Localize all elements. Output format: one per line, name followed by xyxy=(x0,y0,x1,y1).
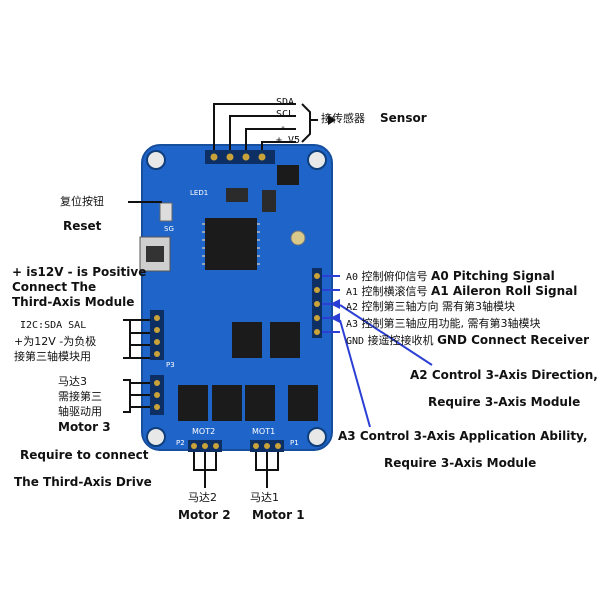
usb-connector xyxy=(139,236,171,272)
leader-lines xyxy=(123,103,318,488)
silk-p1: P1 xyxy=(290,439,299,447)
signal-a0-row: A0 控制俯仰信号 A0 Pitching Signal xyxy=(346,270,555,283)
a2-note-line2: Require 3-Axis Module xyxy=(428,395,581,409)
signal-a3-cn: 控制第三轴应用功能, 需有第3轴模块 xyxy=(361,317,541,330)
sensor-label-cn: 接传感器 xyxy=(321,112,365,125)
sensor-pin-minus: - xyxy=(280,122,287,133)
signal-header xyxy=(312,268,322,338)
signal-a2-pin: A2 xyxy=(346,302,359,313)
silk-sg: SG xyxy=(164,225,174,233)
motor2-en: Motor 2 xyxy=(178,508,231,522)
motor3-require-line1: Require to connect xyxy=(20,448,149,462)
signal-a1-en: A1 Aileron Roll Signal xyxy=(431,284,578,298)
sensor-pin-v5: + V5 xyxy=(276,135,301,146)
sensor-pin-sda: SDA xyxy=(276,97,295,108)
motor3-cn1: 马达3 xyxy=(58,375,87,388)
signal-a0-pin: A0 xyxy=(346,272,359,283)
motor3-cn2: 需接第三 xyxy=(58,390,102,403)
third-axis-power-line1: + is12V - is Positive xyxy=(12,265,147,279)
signal-gnd-en: GND Connect Receiver xyxy=(437,333,590,347)
driver-chips xyxy=(178,322,318,421)
mounting-hole xyxy=(146,427,166,447)
motor2-cn: 马达2 xyxy=(188,491,217,504)
silk-mot2: MOT2 xyxy=(192,427,216,436)
signal-a1-cn: 控制横滚信号 xyxy=(361,285,428,298)
silk-p2: P2 xyxy=(176,439,185,447)
third-axis-power-line2: Connect The xyxy=(12,280,97,294)
mounting-hole xyxy=(307,427,327,447)
signal-gnd-pin: GND xyxy=(346,336,365,347)
signal-gnd-cn: 接遥控接收机 xyxy=(367,334,434,347)
signal-gnd-row: GND 接遥控接收机 GND Connect Receiver xyxy=(346,334,589,347)
mounting-hole xyxy=(307,150,327,170)
i2c-line2: +为12V -为负极 xyxy=(14,335,97,348)
motor3-cn3: 轴驱动用 xyxy=(58,405,102,418)
mounting-hole xyxy=(146,150,166,170)
signal-a1-row: A1 控制横滚信号 A1 Aileron Roll Signal xyxy=(346,285,577,298)
reset-button xyxy=(159,202,173,222)
a3-note-line2: Require 3-Axis Module xyxy=(384,456,537,470)
third-axis-power-line3: Third-Axis Module xyxy=(12,295,135,309)
motor1-en: Motor 1 xyxy=(252,508,305,522)
sensor-pin-scl: SCL xyxy=(276,109,295,120)
sensor-header xyxy=(205,150,275,164)
sensor-label-en: Sensor xyxy=(380,111,427,125)
signal-a2-cn: 控制第三轴方向 需有第3轴模块 xyxy=(361,300,516,313)
silk-mot1: MOT1 xyxy=(252,427,276,436)
motor3-header xyxy=(150,310,164,415)
pcb-board xyxy=(141,144,333,451)
motor1-cn: 马达1 xyxy=(250,491,279,504)
i2c-line1: I2C:SDA SAL xyxy=(20,320,87,331)
signal-a3-pin: A3 xyxy=(346,319,359,330)
signal-a3-row: A3 控制第三轴应用功能, 需有第3轴模块 xyxy=(346,318,541,330)
signal-a2-row: A2 控制第三轴方向 需有第3轴模块 xyxy=(346,301,515,313)
regulator xyxy=(277,165,299,185)
silk-p3: P3 xyxy=(166,361,175,369)
reset-label-cn: 复位按钮 xyxy=(60,195,104,208)
motor3-en: Motor 3 xyxy=(58,420,111,434)
signal-a0-cn: 控制俯仰信号 xyxy=(361,270,428,283)
silk-led1: LED1 xyxy=(190,189,209,197)
signal-a0-en: A0 Pitching Signal xyxy=(431,269,555,283)
signal-a1-pin: A1 xyxy=(346,287,359,298)
mcu-chip xyxy=(205,218,257,270)
motor3-require-line2: The Third-Axis Drive xyxy=(14,475,152,489)
motor-bottom-headers xyxy=(188,440,284,452)
a2-note-line1: A2 Control 3-Axis Direction, xyxy=(410,368,598,382)
a3-note-line1: A3 Control 3-Axis Application Ability, xyxy=(338,429,588,443)
reset-label-en: Reset xyxy=(63,219,102,233)
i2c-line3: 接第三轴模块用 xyxy=(14,350,91,363)
